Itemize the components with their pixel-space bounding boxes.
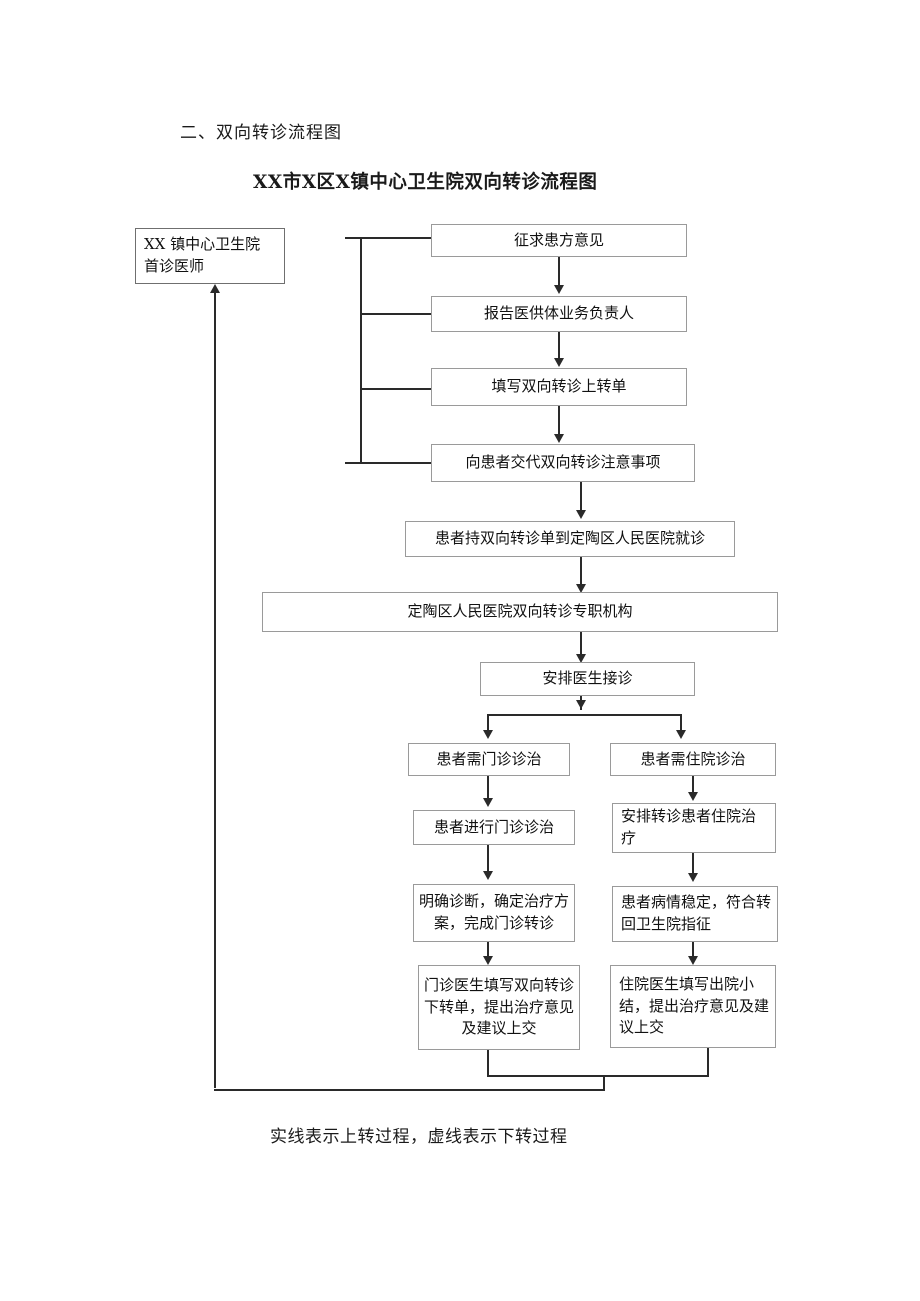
- node-patient-stable-meets-criteria: 患者病情稳定，符合转回卫生院指征: [612, 886, 778, 942]
- node-outpatient-doctor-downward-form: 门诊医生填写双向转诊下转单，提出治疗意见及建议上交: [418, 965, 580, 1050]
- edge-n11-n13-arrow: [688, 873, 698, 882]
- node-patient-visits-hospital: 患者持双向转诊单到定陶区人民医院就诊: [405, 521, 735, 557]
- node-label: 征求患方意见: [513, 230, 604, 249]
- node-label: 安排医生接诊: [542, 669, 633, 688]
- edge-n11-n13: [692, 853, 694, 875]
- return-right-stem: [707, 1048, 709, 1076]
- edge-n8-n10-arrow: [483, 798, 493, 807]
- edge-n2-n3-arrow: [554, 358, 564, 367]
- return-mid-horizontal: [487, 1075, 605, 1077]
- edge-n6-n7: [580, 632, 582, 657]
- node-origin-line2: 首诊医师: [144, 257, 205, 275]
- node-label: 患者进行门诊诊治: [433, 817, 554, 836]
- connector-to-node-3: [360, 388, 432, 390]
- node-patient-needs-inpatient: 患者需住院诊治: [610, 743, 776, 776]
- node-hospital-referral-office: 定陶区人民医院双向转诊专职机构: [262, 592, 778, 632]
- node-fill-referral-form: 填写双向转诊上转单: [431, 368, 687, 406]
- node-label: 向患者交代双向转诊注意事项: [465, 453, 661, 472]
- node-label: 填写双向转诊上转单: [491, 377, 627, 396]
- split-left-arrow: [483, 730, 493, 739]
- edge-n5-n6: [580, 557, 582, 588]
- spine-stub-top: [345, 237, 361, 239]
- split-bar: [487, 714, 681, 716]
- node-label: 安排转诊患者住院治疗: [621, 807, 757, 847]
- node-assign-doctor: 安排医生接诊: [480, 662, 695, 696]
- edge-n13-n15-arrow: [688, 956, 698, 965]
- node-arrange-inpatient-admission: 安排转诊患者住院治疗: [612, 803, 776, 853]
- node-label: 报告医供体业务负责人: [483, 304, 634, 323]
- node-confirm-diagnosis-plan: 明确诊断，确定治疗方案，完成门诊转诊: [413, 884, 575, 942]
- edge-n10-n12: [487, 845, 489, 873]
- edge-n13-n15: [692, 942, 694, 959]
- return-line-vertical: [214, 288, 216, 1088]
- node-inpatient-doctor-discharge-summary: 住院医生填写出院小结，提出治疗意见及建议上交: [610, 965, 776, 1048]
- node-label: 住院医生填写出院小结，提出治疗意见及建议上交: [619, 974, 770, 1037]
- edge-n10-n12-arrow: [483, 871, 493, 880]
- connector-to-node-1: [360, 237, 432, 239]
- split-right-arrow: [676, 730, 686, 739]
- spine-stub-bottom: [345, 462, 361, 464]
- edge-n8-n10: [487, 776, 489, 800]
- edge-n12-n14: [487, 942, 489, 959]
- spine-vertical: [360, 238, 362, 464]
- edge-n3-n4-arrow: [554, 434, 564, 443]
- edge-n5-n6-arrow: [576, 584, 586, 593]
- return-arrow-head: [210, 284, 220, 293]
- connector-to-node-2: [360, 313, 432, 315]
- connector-to-node-4: [360, 462, 432, 464]
- return-junction-stem: [603, 1075, 605, 1091]
- edge-n12-n14-arrow: [483, 956, 493, 965]
- edge-n6-n7-arrow: [576, 654, 586, 663]
- page-title: XX市X区X镇中心卫生院双向转诊流程图: [253, 172, 598, 193]
- section-heading: 二、双向转诊流程图: [180, 123, 342, 143]
- node-label: 患者需住院诊治: [640, 749, 746, 768]
- edge-n9-n11: [692, 776, 694, 794]
- node-label: 患者病情稳定，符合转回卫生院指征: [621, 893, 772, 933]
- node-label: 患者需门诊诊治: [436, 749, 542, 768]
- node-label: 门诊医生填写双向转诊下转单，提出治疗意见及建议上交: [424, 975, 575, 1038]
- split-stem-arrow: [576, 700, 586, 709]
- return-right-horizontal: [603, 1075, 709, 1077]
- edge-n1-n2-arrow: [554, 285, 564, 294]
- node-label: 明确诊断，确定治疗方案，完成门诊转诊: [419, 892, 570, 932]
- node-patient-needs-outpatient: 患者需门诊诊治: [408, 743, 570, 776]
- split-right-stem: [680, 714, 682, 732]
- return-bottom-horizontal: [214, 1089, 605, 1091]
- node-origin-clinic: XX 镇中心卫生院 首诊医师: [135, 228, 285, 284]
- return-left-stem: [487, 1050, 489, 1076]
- node-label: 患者持双向转诊单到定陶区人民医院就诊: [434, 529, 705, 548]
- edge-n4-n5: [580, 482, 582, 514]
- node-label: 定陶区人民医院双向转诊专职机构: [407, 602, 633, 621]
- split-left-stem: [487, 714, 489, 732]
- node-explain-referral-notes: 向患者交代双向转诊注意事项: [431, 444, 695, 482]
- node-origin-line1: XX 镇中心卫生院: [144, 235, 261, 254]
- node-report-to-supervisor: 报告医供体业务负责人: [431, 296, 687, 332]
- node-solicit-patient-opinion: 征求患方意见: [431, 224, 687, 257]
- edge-n4-n5-arrow: [576, 510, 586, 519]
- edge-n3-n4: [558, 406, 560, 438]
- legend-caption: 实线表示上转过程，虚线表示下转过程: [270, 1127, 568, 1147]
- edge-n2-n3: [558, 332, 560, 360]
- node-patient-outpatient-treatment: 患者进行门诊诊治: [413, 810, 575, 845]
- edge-n9-n11-arrow: [688, 792, 698, 801]
- edge-n1-n2: [558, 257, 560, 287]
